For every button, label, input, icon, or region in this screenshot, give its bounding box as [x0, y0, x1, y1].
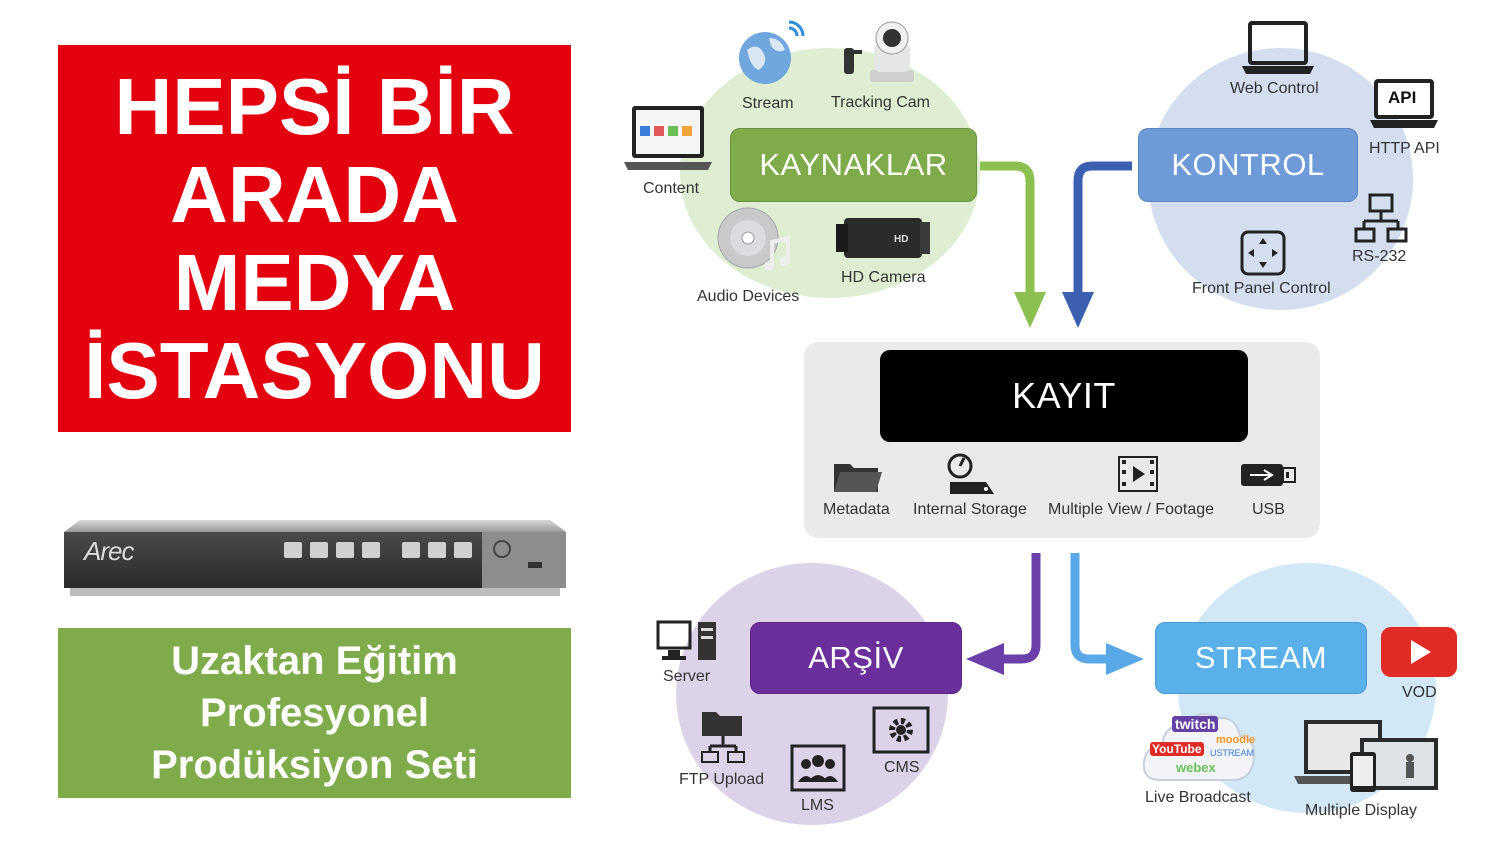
control-web-label: Web Control: [1230, 80, 1319, 97]
control-http-api-label: HTTP API: [1369, 140, 1440, 157]
cms-gear-icon: [872, 706, 930, 754]
recording-node: KAYIT: [880, 350, 1248, 442]
globe-icon: [733, 16, 805, 86]
media-station-device: Arec: [62, 512, 568, 602]
archive-server-label: Server: [663, 668, 711, 685]
stream-live-broadcast-label: Live Broadcast: [1145, 789, 1251, 806]
logo-moodle: moodle: [1216, 734, 1256, 746]
server-computer-icon: [656, 620, 718, 662]
source-hd-camera-label: HD Camera: [841, 269, 926, 286]
vod-play-icon: [1380, 626, 1458, 678]
usb-icon: [1240, 462, 1296, 488]
stream-multiple-display-label: Multiple Display: [1305, 802, 1418, 819]
api-badge: API: [1388, 88, 1417, 107]
control-node: KONTROL: [1138, 128, 1358, 202]
logo-ustream: USTREAM: [1210, 748, 1255, 758]
logo-youtube: YouTube: [1150, 742, 1204, 756]
rs232-network-icon: [1354, 193, 1408, 245]
archive-lms-label: LMS: [801, 797, 834, 814]
subtitle-line-1: Uzaktan Eğitim: [171, 639, 458, 683]
recording-multiple-view-label: Multiple View / Footage: [1048, 501, 1215, 518]
title-line-2: ARADA: [170, 149, 459, 239]
title-banner: HEPSİ BİR ARADA MEDYA İSTASYONU: [58, 45, 571, 432]
title-line-3: MEDYA: [173, 237, 456, 327]
control-front-panel-label: Front Panel Control: [1192, 280, 1331, 297]
title-line-4: İSTASYONU: [84, 325, 545, 415]
logo-twitch: twitch: [1172, 716, 1219, 732]
control-rs232-label: RS-232: [1352, 248, 1407, 265]
live-broadcast-cloud-icon: twitch moodle YouTube USTREAM webex: [1140, 706, 1258, 786]
recording-internal-storage-label: Internal Storage: [913, 501, 1027, 518]
source-audio-devices-label: Audio Devices: [697, 288, 800, 305]
audio-disc-icon: [714, 206, 794, 276]
title-line-1: HEPSİ BİR: [114, 61, 515, 151]
subtitle-line-2: Profesyonel: [200, 691, 429, 735]
storage-drive-icon: [946, 452, 996, 498]
lms-users-icon: [790, 744, 846, 792]
film-strip-icon: [1118, 456, 1158, 492]
http-api-icon: API: [1368, 78, 1440, 134]
multiple-display-icon: [1290, 718, 1440, 796]
archive-ftp-label: FTP Upload: [679, 771, 765, 788]
device-brand-logo: Arec: [84, 536, 134, 566]
stream-vod-label: VOD: [1402, 684, 1437, 701]
subtitle-banner: Uzaktan Eğitim Profesyonel Prodüksiyon S…: [58, 628, 571, 798]
laptop-content-icon: [622, 104, 714, 174]
web-control-laptop-icon: [1240, 20, 1316, 76]
stream-node: STREAM: [1155, 622, 1367, 694]
source-tracking-cam-label: Tracking Cam: [831, 94, 930, 111]
archive-cms-label: CMS: [884, 759, 920, 776]
ftp-folder-icon: [700, 708, 746, 764]
folder-icon: [832, 458, 884, 494]
hd-camera-icon: HD: [836, 214, 932, 264]
subtitle-line-3: Prodüksiyon Seti: [151, 743, 478, 787]
hd-badge: HD: [894, 234, 909, 245]
tracking-cam-icon: [840, 20, 922, 88]
front-panel-dpad-icon: [1240, 230, 1286, 276]
source-content-label: Content: [643, 180, 700, 197]
recording-metadata-label: Metadata: [823, 501, 890, 518]
logo-webex: webex: [1176, 760, 1216, 775]
archive-node: ARŞİV: [750, 622, 962, 694]
recording-usb-label: USB: [1252, 501, 1285, 518]
sources-node: KAYNAKLAR: [730, 128, 977, 202]
source-stream-label: Stream: [742, 95, 794, 112]
